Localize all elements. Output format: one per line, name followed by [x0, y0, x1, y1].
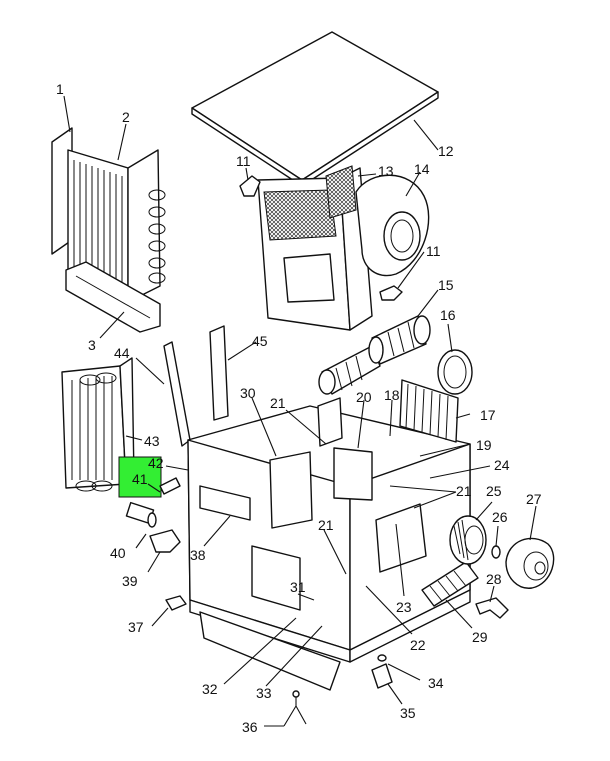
callout-16: 16	[440, 307, 456, 323]
leader-lines	[63, 95, 537, 727]
fitting-40	[125, 501, 157, 528]
blower-scroll	[355, 174, 430, 277]
callout-18: 18	[384, 387, 400, 403]
callout-25: 25	[486, 483, 502, 499]
clip-11-lower	[379, 285, 403, 301]
filter-17	[399, 379, 459, 443]
callout-35: 35	[400, 705, 416, 721]
callout-21-mid: 21	[318, 517, 334, 533]
fitting-35	[371, 663, 393, 689]
callout-42: 42	[148, 455, 164, 471]
callout-15: 15	[438, 277, 454, 293]
callout-31: 31	[290, 579, 306, 595]
callout-32: 32	[202, 681, 218, 697]
evaporator-core	[61, 357, 135, 492]
drain-tubes-36	[283, 696, 307, 727]
bracket-37	[165, 595, 187, 611]
callout-34: 34	[428, 675, 444, 691]
callout-27: 27	[526, 491, 542, 507]
callout-24: 24	[494, 457, 510, 473]
callout-1: 1	[56, 81, 64, 97]
callout-12: 12	[438, 143, 454, 159]
callout-36: 36	[242, 719, 258, 735]
heater-core-assembly	[51, 127, 166, 333]
callout-13: 13	[378, 163, 394, 179]
callout-37: 37	[128, 619, 144, 635]
valve-39	[149, 529, 181, 553]
retainer-26	[491, 545, 501, 559]
callout-2: 2	[122, 109, 130, 125]
callout-19: 19	[476, 437, 492, 453]
callout-20: 20	[356, 389, 372, 405]
upper-blower-housing	[257, 165, 373, 331]
callout-43: 43	[144, 433, 160, 449]
clip-11-upper	[239, 175, 261, 197]
flex-duct	[318, 315, 431, 395]
main-lower-housing	[187, 397, 471, 691]
callout-38: 38	[190, 547, 206, 563]
callout-23: 23	[396, 599, 412, 615]
baffle-panel-45	[209, 325, 229, 421]
filter-29	[421, 561, 479, 607]
callout-28: 28	[486, 571, 502, 587]
callout-41: 41	[132, 471, 148, 487]
callout-44: 44	[114, 345, 130, 361]
callout-30: 30	[240, 385, 256, 401]
callout-11-upper: 11	[236, 153, 251, 169]
callout-17: 17	[480, 407, 496, 423]
callout-22: 22	[410, 637, 426, 653]
drain-hose-28	[475, 597, 509, 619]
side-panel-44	[163, 341, 191, 447]
callout-45: 45	[252, 333, 268, 349]
callout-39: 39	[122, 573, 138, 589]
callout-labels: 1 2 3 11 12 13 14 11 15 16 44 45 43 42 4…	[56, 81, 542, 735]
callout-29: 29	[472, 629, 488, 645]
blower-motor-27	[505, 537, 555, 589]
duct-ring-gasket	[437, 349, 473, 395]
highlighted-part-41-box[interactable]	[118, 456, 162, 498]
blower-wheel-25	[449, 515, 487, 565]
callout-40: 40	[110, 545, 126, 561]
callout-11-lower: 11	[426, 243, 441, 259]
callout-21-top: 21	[270, 395, 286, 411]
callout-3: 3	[88, 337, 96, 353]
callout-14: 14	[414, 161, 430, 177]
top-cover-plate	[191, 31, 439, 181]
callout-26: 26	[492, 509, 508, 525]
callout-21-right: 21	[456, 483, 472, 499]
callout-33: 33	[256, 685, 272, 701]
